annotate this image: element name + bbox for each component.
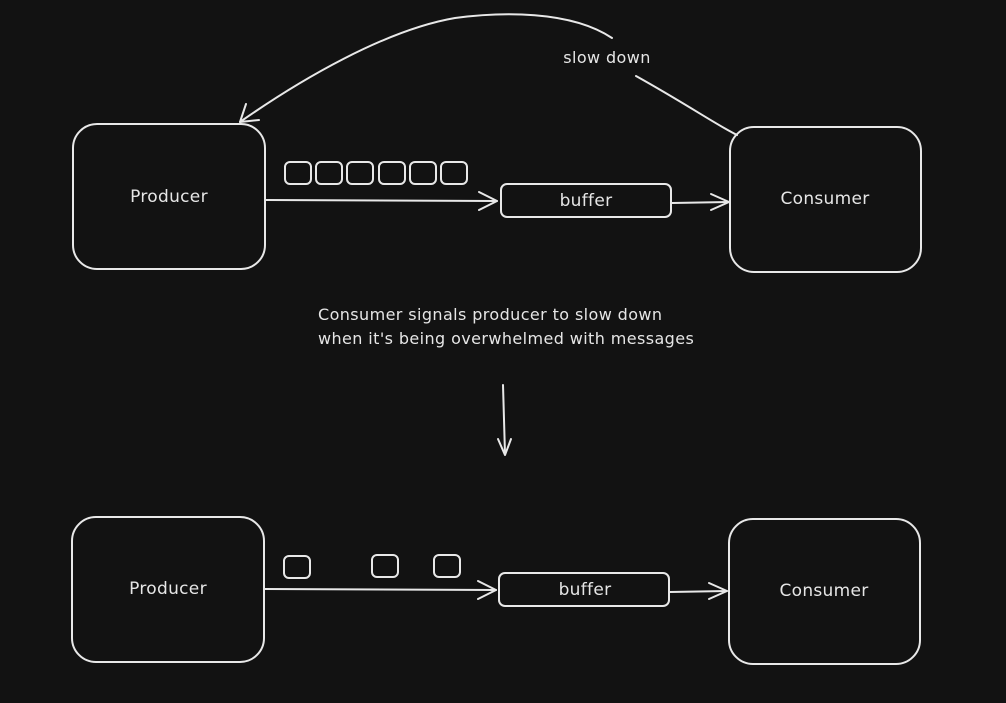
top-consumer-box — [729, 126, 922, 273]
bottom-message-1 — [283, 555, 311, 579]
top-consumer-label: Consumer — [780, 189, 869, 209]
bottom-consumer-box — [728, 518, 921, 665]
bottom-message-3 — [433, 554, 461, 578]
bottom-arrow-producer-to-buffer — [264, 580, 497, 600]
top-message-4 — [378, 161, 406, 185]
top-message-queue — [284, 161, 468, 185]
top-arrow-producer-to-buffer — [265, 191, 498, 211]
caption: Consumer signals producer to slow down w… — [318, 305, 694, 348]
top-message-3 — [346, 161, 374, 185]
bottom-buffer-node[interactable]: buffer — [498, 572, 670, 607]
bottom-message-2 — [371, 554, 399, 578]
bottom-buffer-label: buffer — [559, 580, 612, 600]
top-diagram: Producer buffer Consumer — [72, 13, 922, 273]
bottom-producer-label: Producer — [129, 579, 207, 599]
top-buffer-label: buffer — [560, 191, 613, 211]
top-message-2 — [315, 161, 343, 185]
top-producer-box — [72, 123, 266, 270]
caption-line-2: when it's being overwhelmed with message… — [318, 329, 694, 348]
bottom-consumer-label: Consumer — [779, 581, 868, 601]
feedback-label: slow down — [563, 48, 651, 67]
transition-arrow — [497, 384, 512, 456]
bottom-producer-box — [71, 516, 265, 663]
top-message-5 — [409, 161, 437, 185]
top-message-1 — [284, 161, 312, 185]
top-message-6 — [440, 161, 468, 185]
bottom-arrow-buffer-to-consumer — [669, 582, 728, 600]
top-producer-node[interactable]: Producer — [72, 123, 266, 270]
top-buffer-box — [500, 183, 672, 218]
top-buffer-node[interactable]: buffer — [500, 183, 672, 218]
top-consumer-node[interactable]: Consumer — [729, 126, 922, 273]
top-arrow-buffer-to-consumer — [671, 193, 730, 211]
feedback-arrow — [239, 13, 738, 136]
bottom-diagram: Producer buffer Consumer — [71, 516, 921, 665]
top-producer-label: Producer — [130, 187, 208, 207]
bottom-message-queue — [283, 554, 461, 579]
bottom-buffer-box — [498, 572, 670, 607]
bottom-consumer-node[interactable]: Consumer — [728, 518, 921, 665]
caption-line-1: Consumer signals producer to slow down — [318, 305, 662, 324]
bottom-producer-node[interactable]: Producer — [71, 516, 265, 663]
